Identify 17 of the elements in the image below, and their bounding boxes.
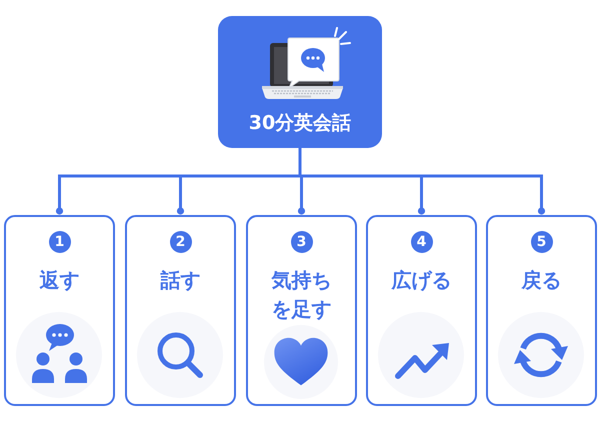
step-card (125, 215, 236, 406)
step-number: 1 (48, 231, 70, 253)
step-label: 話す (160, 267, 200, 294)
step-card (246, 215, 357, 406)
step-number: 3 (290, 231, 312, 253)
step-label: 返す (40, 267, 80, 294)
step-number: 4 (410, 231, 432, 253)
step-number: 2 (170, 231, 192, 253)
step-label: 広げる (392, 267, 452, 294)
box-title: 30分英会話 (248, 111, 352, 135)
step-label: 戻る (522, 267, 562, 294)
step-card (366, 215, 477, 406)
step-card (486, 215, 597, 406)
step-label: 気持ちを足す (270, 267, 332, 323)
step-card (4, 215, 115, 406)
topic-panel (218, 16, 382, 148)
step-number: 5 (530, 231, 552, 253)
